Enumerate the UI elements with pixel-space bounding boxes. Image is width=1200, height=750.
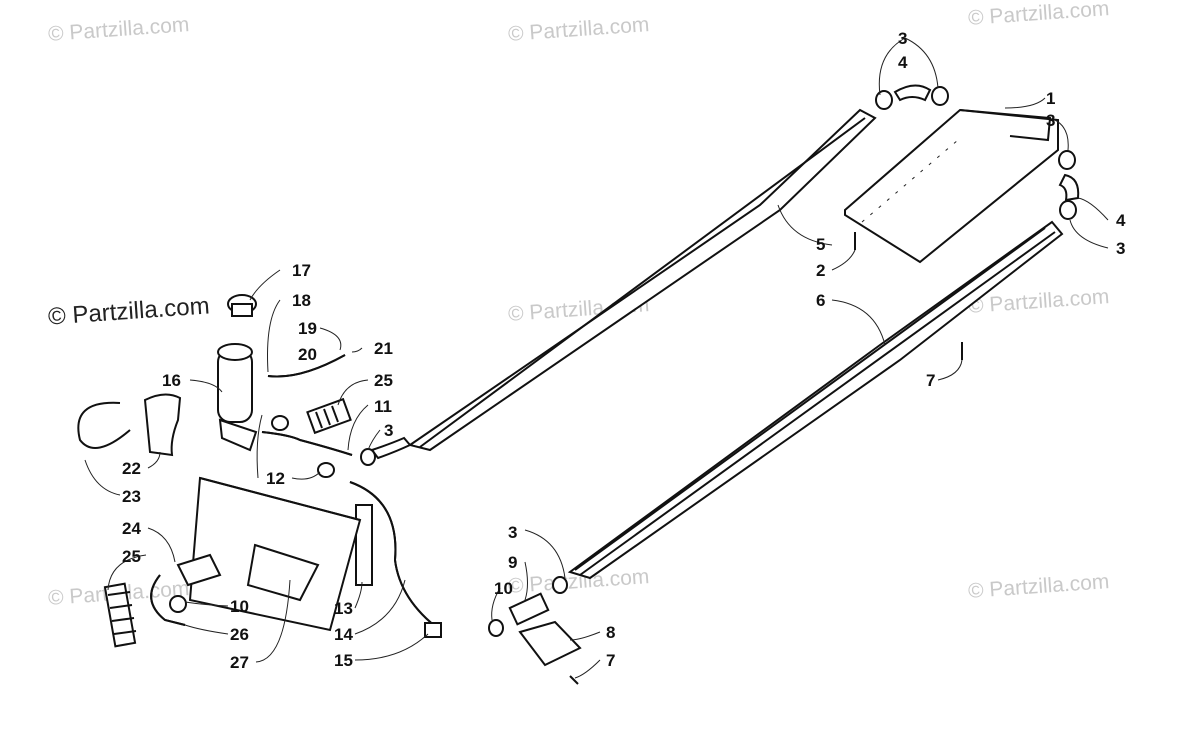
callout-26: 26 — [230, 625, 249, 644]
coolant-bottle — [217, 343, 258, 452]
callout-4: 4 — [1116, 211, 1126, 230]
outlet-fitting — [176, 553, 222, 587]
callout-5: 5 — [816, 235, 825, 254]
callout-1: 1 — [1046, 89, 1055, 108]
leader-lines — [84, 37, 1109, 679]
callout-3: 3 — [508, 523, 517, 542]
lower-cooler-rail — [567, 220, 1064, 580]
callout-10: 10 — [230, 597, 249, 616]
callout-25: 25 — [122, 547, 141, 566]
upper-cooler-rail — [370, 108, 877, 460]
strap — [77, 401, 131, 449]
hose-clamps — [169, 86, 1077, 637]
coolant-hose — [261, 431, 353, 456]
callout-3: 3 — [384, 421, 393, 440]
callout-23: 23 — [122, 487, 141, 506]
rivet — [569, 675, 579, 685]
callout-21: 21 — [374, 339, 393, 358]
callout-9: 9 — [508, 553, 517, 572]
callout-24: 24 — [122, 519, 141, 538]
connector-tube — [508, 592, 550, 626]
spring — [306, 397, 352, 435]
callout-15: 15 — [334, 651, 353, 670]
heat-exchanger-plate — [844, 108, 1059, 264]
callout-10: 10 — [494, 579, 513, 598]
callout-22: 22 — [122, 459, 141, 478]
callout-2: 2 — [816, 261, 825, 280]
callout-14: 14 — [334, 625, 353, 644]
callout-16: 16 — [162, 371, 181, 390]
callout-11: 11 — [374, 397, 392, 416]
bottle-bracket — [143, 393, 182, 457]
callout-3: 3 — [898, 29, 907, 48]
callout-7: 7 — [606, 651, 615, 670]
callout-27: 27 — [230, 653, 249, 672]
callout-7: 7 — [926, 371, 935, 390]
callout-4: 4 — [898, 53, 908, 72]
callout-17: 17 — [292, 261, 311, 280]
spring — [355, 504, 373, 586]
callout-3: 3 — [1046, 111, 1055, 130]
callout-3: 3 — [1116, 239, 1125, 258]
vent-hose — [267, 354, 346, 378]
callout-13: 13 — [334, 599, 353, 618]
callout-25: 25 — [374, 371, 393, 390]
callout-19: 19 — [298, 319, 317, 338]
elbow-hose — [1058, 173, 1080, 202]
elbow-hose — [893, 84, 932, 102]
radiator-panel — [188, 476, 362, 632]
spring — [103, 582, 137, 648]
callout-20: 20 — [298, 345, 317, 364]
callout-18: 18 — [292, 291, 311, 310]
callout-12: 12 — [266, 469, 285, 488]
radiator-hose — [150, 574, 186, 626]
callout-8: 8 — [606, 623, 615, 642]
bottle-cap — [227, 294, 257, 317]
bracket — [518, 620, 582, 667]
callout-6: 6 — [816, 291, 825, 310]
fitting — [424, 622, 442, 638]
lower-hose — [349, 481, 441, 631]
